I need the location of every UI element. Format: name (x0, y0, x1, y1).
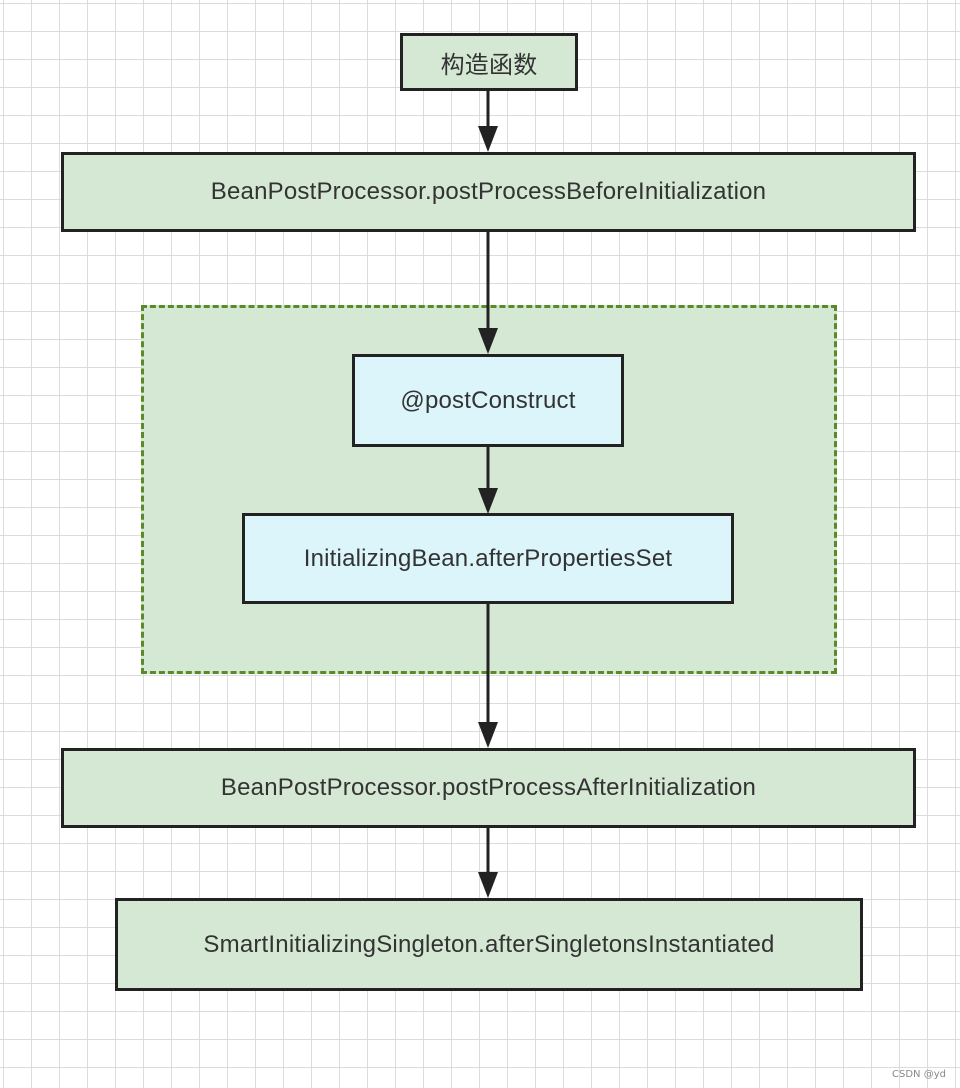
node-after-singletons-instantiated[interactable]: SmartInitializingSingleton.afterSingleto… (115, 898, 863, 991)
arrowhead-afterpropertiesset-to-after (478, 722, 498, 748)
node-constructor[interactable]: 构造函数 (400, 33, 578, 91)
arrowhead-postconstruct-to-afterpropertiesset (478, 488, 498, 514)
node-post-process-after-initialization[interactable]: BeanPostProcessor.postProcessAfterInitia… (61, 748, 916, 828)
watermark: CSDN @yd (892, 1069, 946, 1080)
arrowhead-constructor-to-before (478, 126, 498, 152)
node-after-properties-set[interactable]: InitializingBean.afterPropertiesSet (242, 513, 734, 604)
arrowhead-after-to-smart (478, 872, 498, 898)
arrowhead-before-to-postconstruct (478, 328, 498, 354)
node-post-process-before-initialization[interactable]: BeanPostProcessor.postProcessBeforeIniti… (61, 152, 916, 232)
node-post-construct[interactable]: @postConstruct (352, 354, 624, 447)
